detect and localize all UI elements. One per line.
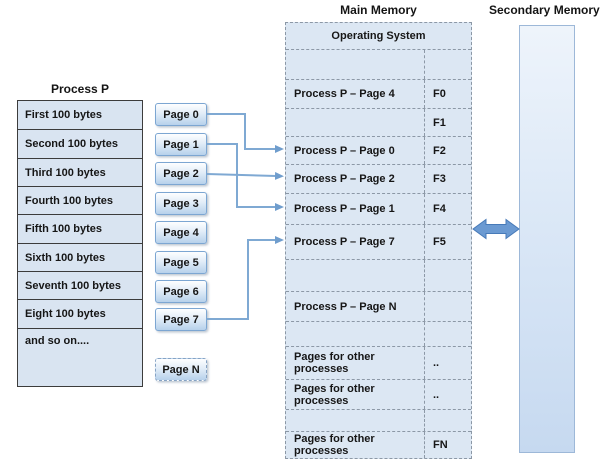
memory-row: F1 — [286, 108, 471, 136]
process-row: Eight 100 bytes — [18, 299, 142, 328]
memory-row: Process P – Page 0 F2 — [286, 136, 471, 164]
memory-row: Pages for other processes .. — [286, 379, 471, 409]
connector-page2-arrow-icon — [206, 171, 284, 180]
connector-page7-arrow-icon — [207, 236, 284, 320]
memory-row — [286, 321, 471, 346]
page-box-5: Page 5 — [155, 251, 207, 274]
process-row: Sixth 100 bytes — [18, 243, 142, 271]
page-box-0: Page 0 — [155, 103, 207, 126]
page-box-6: Page 6 — [155, 280, 207, 303]
process-row: Fifth 100 bytes — [18, 214, 142, 243]
secondary-memory-block — [519, 25, 575, 453]
page-box-1: Page 1 — [155, 133, 207, 156]
process-row: Seventh 100 bytes — [18, 271, 142, 299]
process-row: Third 100 bytes — [18, 158, 142, 186]
process-row: and so on.... — [18, 328, 142, 386]
connector-page1-arrow-icon — [207, 143, 284, 211]
process-row: Fourth 100 bytes — [18, 186, 142, 214]
memory-row — [286, 409, 471, 431]
page-box-3: Page 3 — [155, 192, 207, 215]
memory-row: Process P – Page 2 F3 — [286, 164, 471, 193]
page-box-7: Page 7 — [155, 308, 207, 331]
connector-page0-arrow-icon — [207, 113, 284, 153]
page-box-2: Page 2 — [155, 162, 207, 185]
secondary-memory-title: Secondary Memory — [489, 3, 600, 17]
page-box-n: Page N — [155, 358, 207, 381]
operating-system-row: Operating System — [286, 23, 471, 49]
main-memory-table: Operating System Process P – Page 4 F0 F… — [285, 22, 472, 459]
memory-transfer-double-arrow-icon — [472, 218, 520, 240]
process-p-table: First 100 bytes Second 100 bytes Third 1… — [17, 100, 143, 387]
main-memory-title: Main Memory — [340, 3, 417, 17]
page-box-4: Page 4 — [155, 221, 207, 244]
memory-row: Pages for other processes .. — [286, 346, 471, 379]
memory-row: Process P – Page N — [286, 291, 471, 321]
memory-row: Process P – Page 1 F4 — [286, 193, 471, 224]
memory-row: Pages for other processes FN — [286, 431, 471, 458]
memory-row: Process P – Page 7 F5 — [286, 224, 471, 259]
memory-row — [286, 49, 471, 79]
memory-row — [286, 259, 471, 291]
process-row: First 100 bytes — [18, 101, 142, 129]
memory-row: Process P – Page 4 F0 — [286, 79, 471, 108]
process-row: Second 100 bytes — [18, 129, 142, 158]
process-p-title: Process P — [50, 82, 110, 96]
